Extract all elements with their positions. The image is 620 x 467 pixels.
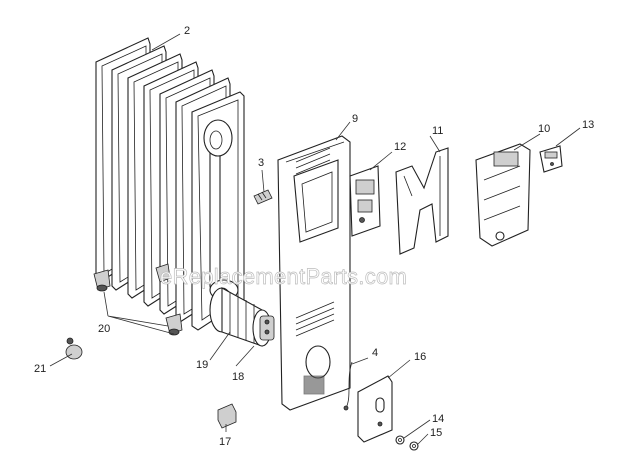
- callout-labels: 2 3 4 9 10 11 12 13 14 15 16 17 18 19 20…: [34, 25, 594, 448]
- callout-18: 18: [232, 371, 244, 383]
- front-panel: [277, 135, 351, 411]
- callout-15: 15: [430, 427, 442, 439]
- cable-part: [343, 361, 353, 411]
- thermostat-cover: [357, 375, 393, 443]
- callout-4: 4: [372, 347, 378, 359]
- knob-cap: [539, 145, 563, 173]
- callout-21: 21: [34, 363, 46, 375]
- castor-foot: [165, 313, 183, 336]
- callout-3: 3: [258, 157, 264, 169]
- callout-12: 12: [394, 141, 406, 153]
- frame-bracket: [395, 147, 449, 255]
- washer-part: [409, 441, 419, 451]
- watermark-text: eReplacementParts.com: [160, 264, 407, 289]
- connector-part: [253, 189, 273, 205]
- callout-9: 9: [352, 113, 358, 125]
- clip-part: [217, 403, 237, 429]
- radiator-front-fin: [191, 91, 245, 331]
- callout-19: 19: [196, 359, 208, 371]
- callout-16: 16: [414, 351, 426, 363]
- leader-lines: [49, 33, 581, 445]
- callout-20: 20: [98, 323, 110, 335]
- callout-14: 14: [432, 413, 444, 425]
- switch-bracket: [349, 165, 381, 237]
- callout-11: 11: [432, 125, 443, 137]
- radiator-body: [93, 37, 245, 336]
- castor-foot: [155, 263, 171, 283]
- callout-17: 17: [219, 436, 231, 448]
- control-housing: [475, 143, 531, 247]
- heating-element: [209, 287, 275, 347]
- nut-part: [395, 435, 405, 445]
- callout-2: 2: [184, 25, 190, 37]
- callout-13: 13: [582, 119, 594, 131]
- castor-foot: [93, 269, 111, 292]
- callout-10: 10: [538, 123, 550, 135]
